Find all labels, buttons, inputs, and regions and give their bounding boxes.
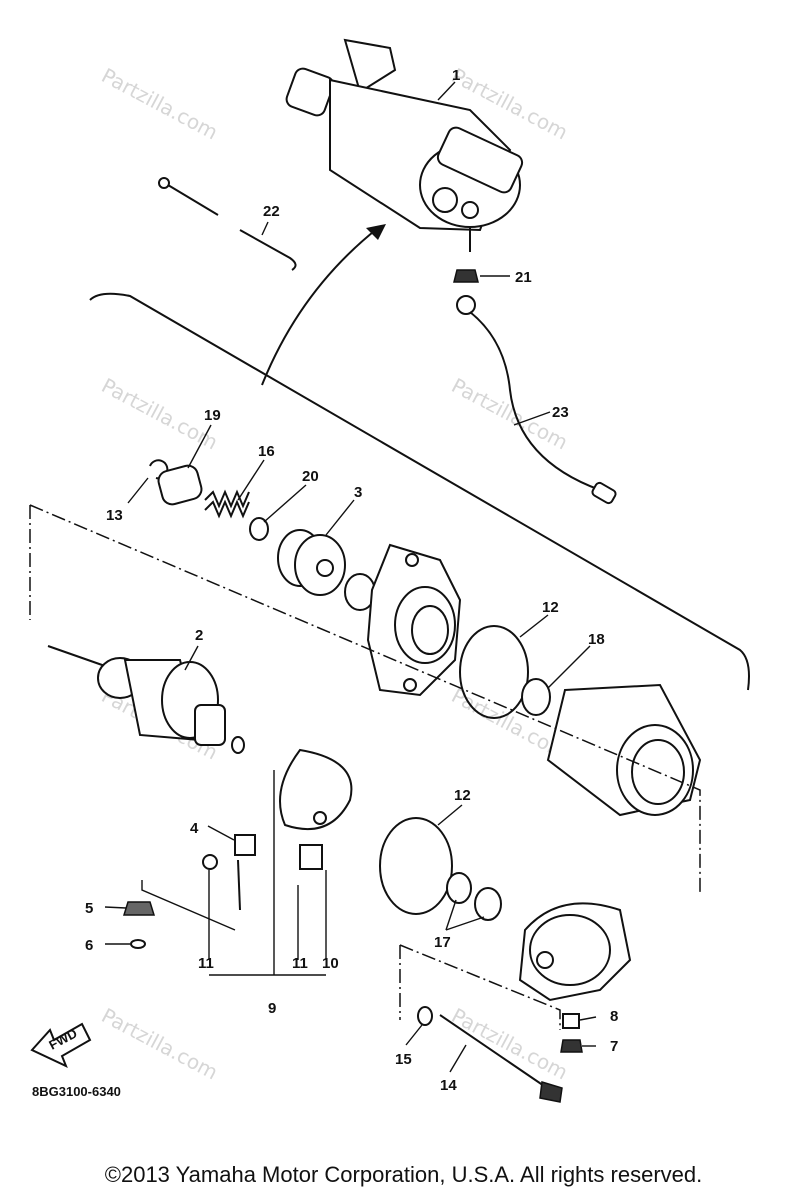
callout-6: 6 [85, 937, 93, 954]
callout-16: 16 [258, 443, 275, 460]
copyright-notice: ©2013 Yamaha Motor Corporation, U.S.A. A… [104, 1162, 703, 1187]
rear-dashed-line [399, 944, 561, 1030]
front-cover [366, 543, 462, 697]
nut-5 [122, 901, 156, 916]
yoke [546, 683, 702, 817]
watermark: Partzilla.com [448, 1003, 572, 1084]
collar-19 [157, 464, 203, 506]
callout-20: 20 [302, 468, 319, 485]
callout-18: 18 [588, 631, 605, 648]
callout-5: 5 [85, 900, 93, 917]
bolt-14 [439, 1014, 563, 1103]
callout-9: 9 [268, 1000, 276, 1017]
sub-assembly-dashed-line [29, 504, 701, 895]
callout-15: 15 [395, 1051, 412, 1068]
cable-23 [456, 295, 617, 505]
callout-7: 7 [610, 1038, 618, 1055]
watermark: Partzilla.com [98, 1003, 222, 1084]
spring-16 [204, 489, 250, 519]
callouts: 1 2 3 4 5 6 7 8 9 10 11 11 12 12 13 14 1… [85, 67, 618, 1094]
clutch-3 [277, 529, 346, 596]
callout-14: 14 [440, 1077, 457, 1094]
starter-motor-assembly [285, 38, 524, 252]
callout-4: 4 [190, 820, 199, 837]
lead-wire-22 [158, 177, 297, 271]
nut-7 [560, 1039, 583, 1053]
washer-18 [521, 678, 551, 716]
nut-21 [453, 269, 479, 283]
callout-1: 1 [452, 67, 460, 84]
washer-6 [130, 939, 146, 949]
callout-12-lower: 12 [454, 787, 471, 804]
collar-8 [562, 1013, 580, 1029]
brush-group-line [141, 880, 236, 931]
o-ring-15 [417, 1006, 433, 1026]
callout-11-left: 11 [198, 955, 214, 972]
assembly-bracket-line [89, 292, 750, 691]
callout-17: 17 [434, 934, 451, 951]
callout-8: 8 [610, 1008, 618, 1025]
callout-22: 22 [263, 203, 280, 220]
callout-21: 21 [515, 269, 532, 286]
part-code: 8BG3100-6340 [32, 1084, 121, 1099]
washer-17a [446, 872, 472, 904]
leader-lines [104, 81, 597, 1073]
brush-holder-4 [202, 834, 256, 911]
brush-plate [279, 748, 353, 870]
parts-diagram: Partzilla.com Partzilla.com Partzilla.co… [29, 38, 750, 1103]
callout-23: 23 [552, 404, 569, 421]
callout-2: 2 [195, 627, 203, 644]
armature-2 [47, 645, 245, 754]
washer-17b [474, 887, 502, 921]
washer-20 [249, 517, 269, 541]
o-ring-12-upper [459, 625, 529, 719]
arrowhead-icon [366, 224, 386, 240]
callout-3: 3 [354, 484, 362, 501]
callout-11-right: 11 [292, 955, 308, 972]
watermark: Partzilla.com [98, 63, 222, 144]
callout-12-upper: 12 [542, 599, 559, 616]
callout-13: 13 [106, 507, 123, 524]
callout-10: 10 [322, 955, 339, 972]
assembly-arrow [261, 227, 379, 386]
fwd-arrow-icon: FWD [30, 1022, 92, 1068]
rear-cover [518, 902, 632, 1002]
callout-19: 19 [204, 407, 221, 424]
o-ring-12-lower [379, 817, 453, 915]
